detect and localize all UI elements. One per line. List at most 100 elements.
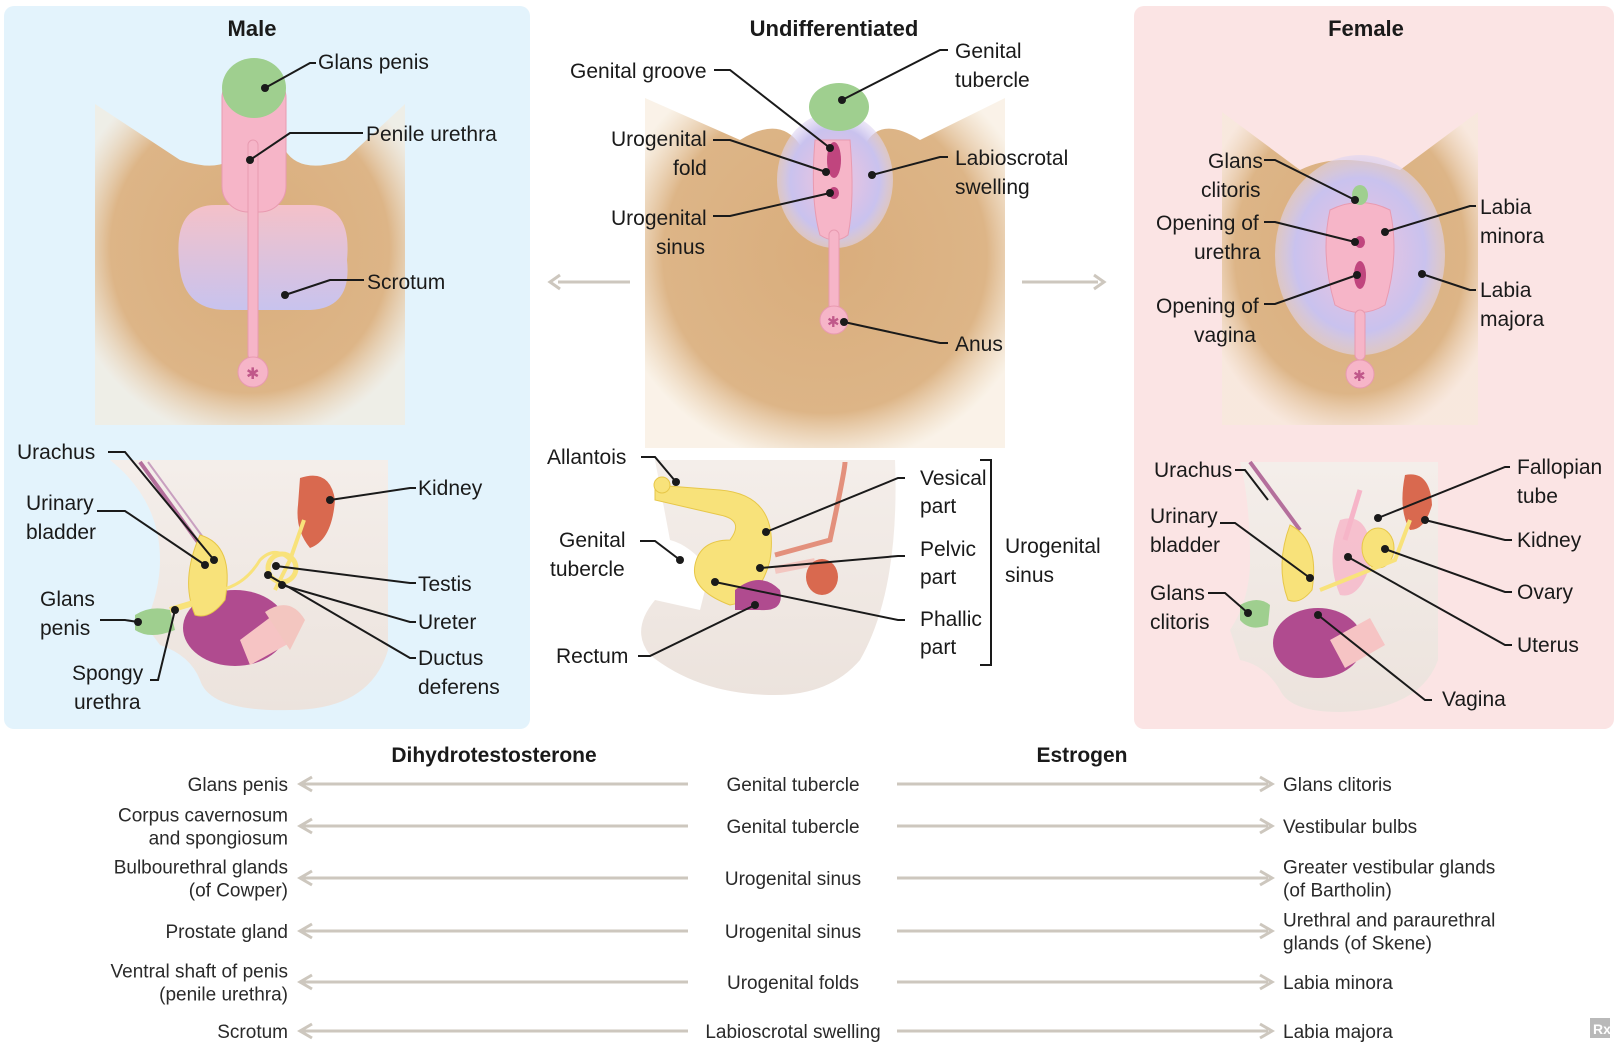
- label-phallic-1: Phallic: [920, 608, 982, 631]
- row-male-text: Ventral shaft of penis: [111, 962, 288, 983]
- label-ductus-1: Ductus: [418, 647, 483, 670]
- arrow-to-male: [547, 273, 630, 291]
- table-header-dht: Dihydrotestosterone: [391, 744, 596, 767]
- label-ou-1: Opening of: [1156, 212, 1259, 235]
- label-gt-2: tubercle: [955, 69, 1030, 92]
- label-gtl-1: Genital: [559, 529, 626, 552]
- label-f-urachus: Urachus: [1154, 459, 1232, 482]
- row-arrowhead-left: [297, 817, 313, 835]
- label-male-urinary-1: Urinary: [26, 492, 94, 515]
- label-lma-2: majora: [1480, 308, 1545, 331]
- row-female-text: (of Bartholin): [1283, 881, 1392, 902]
- row-female-text: Greater vestibular glands: [1283, 858, 1495, 879]
- label-f-kidney: Kidney: [1517, 529, 1582, 552]
- row-arrowhead-right: [1259, 922, 1275, 940]
- label-ft-2: tube: [1517, 485, 1558, 508]
- row-female-text: Urethral and paraurethral: [1283, 911, 1495, 932]
- label-pelvic-2: part: [920, 566, 956, 589]
- urogenital-sinus-bracket: [980, 459, 992, 666]
- row-male-text: Corpus cavernosum: [118, 806, 288, 827]
- label-vagina: Vagina: [1442, 688, 1506, 711]
- label-scrotum: Scrotum: [367, 271, 445, 294]
- label-male-urachus: Urachus: [17, 441, 95, 464]
- label-ugs-2: sinus: [1005, 564, 1054, 587]
- row-arrowhead-right: [1259, 869, 1275, 887]
- row-arrowhead-left: [297, 922, 313, 940]
- label-male-glans-1: Glans: [40, 588, 95, 611]
- label-ub-1: Urinary: [1150, 505, 1218, 528]
- row-origin-text: Genital tubercle: [726, 817, 859, 838]
- label-lmi-2: minora: [1480, 225, 1545, 248]
- label-male-glans-2: penis: [40, 617, 90, 640]
- arrow-to-female: [1022, 273, 1107, 291]
- label-spongy-2: urethra: [74, 691, 141, 714]
- female-title: Female: [1328, 16, 1404, 41]
- row-origin-text: Labioscrotal swelling: [705, 1022, 880, 1043]
- label-us-2: sinus: [656, 236, 705, 259]
- label-us-1: Urogenital: [611, 207, 707, 230]
- rx-logo: Rx: [1590, 1018, 1611, 1038]
- label-ub-2: bladder: [1150, 534, 1220, 557]
- svg-text:✱: ✱: [246, 364, 259, 383]
- label-uf-1: Urogenital: [611, 128, 707, 151]
- row-male-text: (of Cowper): [189, 881, 288, 902]
- row-arrowhead-right: [1259, 1022, 1275, 1040]
- label-gcl-1: Glans: [1150, 582, 1205, 605]
- label-uterus: Uterus: [1517, 634, 1579, 657]
- label-uf-2: fold: [673, 157, 707, 180]
- label-glans-penis: Glans penis: [318, 51, 429, 74]
- row-arrowhead-right: [1259, 973, 1275, 991]
- row-male-text: and spongiosum: [149, 829, 288, 850]
- label-ugs-1: Urogenital: [1005, 535, 1101, 558]
- label-ovary: Ovary: [1517, 581, 1574, 604]
- svg-text:✱: ✱: [1353, 367, 1366, 385]
- row-arrowhead-left: [297, 1022, 313, 1040]
- label-testis: Testis: [418, 573, 472, 596]
- label-anus: Anus: [955, 333, 1003, 356]
- male-sagittal-illustration: [110, 460, 388, 711]
- label-vesical-1: Vesical: [920, 467, 987, 490]
- row-origin-text: Urogenital folds: [727, 973, 859, 994]
- undiff-title: Undifferentiated: [750, 16, 919, 41]
- undiff-sagittal-illustration: [641, 460, 896, 695]
- label-gt-1: Genital: [955, 40, 1022, 63]
- label-ls-1: Labioscrotal: [955, 147, 1068, 170]
- label-spongy-1: Spongy: [72, 662, 144, 685]
- label-ov-1: Opening of: [1156, 295, 1259, 318]
- label-gcl-2: clitoris: [1150, 611, 1210, 634]
- row-male-text: Glans penis: [188, 775, 288, 796]
- row-female-text: Vestibular bulbs: [1283, 817, 1417, 838]
- label-penile-urethra: Penile urethra: [366, 123, 497, 146]
- label-lmi-1: Labia: [1480, 196, 1532, 219]
- row-arrowhead-left: [297, 869, 313, 887]
- row-origin-text: Urogenital sinus: [725, 869, 861, 890]
- row-male-text: (penile urethra): [159, 985, 288, 1006]
- table-header-estrogen: Estrogen: [1036, 744, 1127, 767]
- female-external-illustration: ✱: [1222, 112, 1478, 425]
- label-male-urinary-2: bladder: [26, 521, 96, 544]
- male-external-illustration: ✱: [95, 58, 405, 425]
- rx-logo-text: Rx: [1593, 1021, 1611, 1037]
- row-origin-text: Genital tubercle: [726, 775, 859, 796]
- label-ureter: Ureter: [418, 611, 476, 634]
- row-female-text: Labia minora: [1283, 973, 1393, 994]
- female-sagittal-illustration: [1230, 460, 1438, 712]
- label-genital-groove: Genital groove: [570, 60, 707, 83]
- label-vesical-2: part: [920, 495, 956, 518]
- male-title: Male: [228, 16, 277, 41]
- label-gc-1: Glans: [1208, 150, 1263, 173]
- row-female-text: Glans clitoris: [1283, 775, 1392, 796]
- row-female-text: Labia majora: [1283, 1022, 1393, 1043]
- label-phallic-2: part: [920, 636, 956, 659]
- label-ou-2: urethra: [1194, 241, 1261, 264]
- row-arrowhead-left: [297, 775, 313, 793]
- label-ft-1: Fallopian: [1517, 456, 1602, 479]
- label-male-kidney: Kidney: [418, 477, 483, 500]
- label-rectum: Rectum: [556, 645, 628, 668]
- row-female-text: glands (of Skene): [1283, 934, 1432, 955]
- svg-text:✱: ✱: [827, 313, 840, 331]
- row-male-text: Prostate gland: [165, 922, 288, 943]
- label-allantois: Allantois: [547, 446, 626, 469]
- row-male-text: Bulbourethral glands: [114, 858, 288, 879]
